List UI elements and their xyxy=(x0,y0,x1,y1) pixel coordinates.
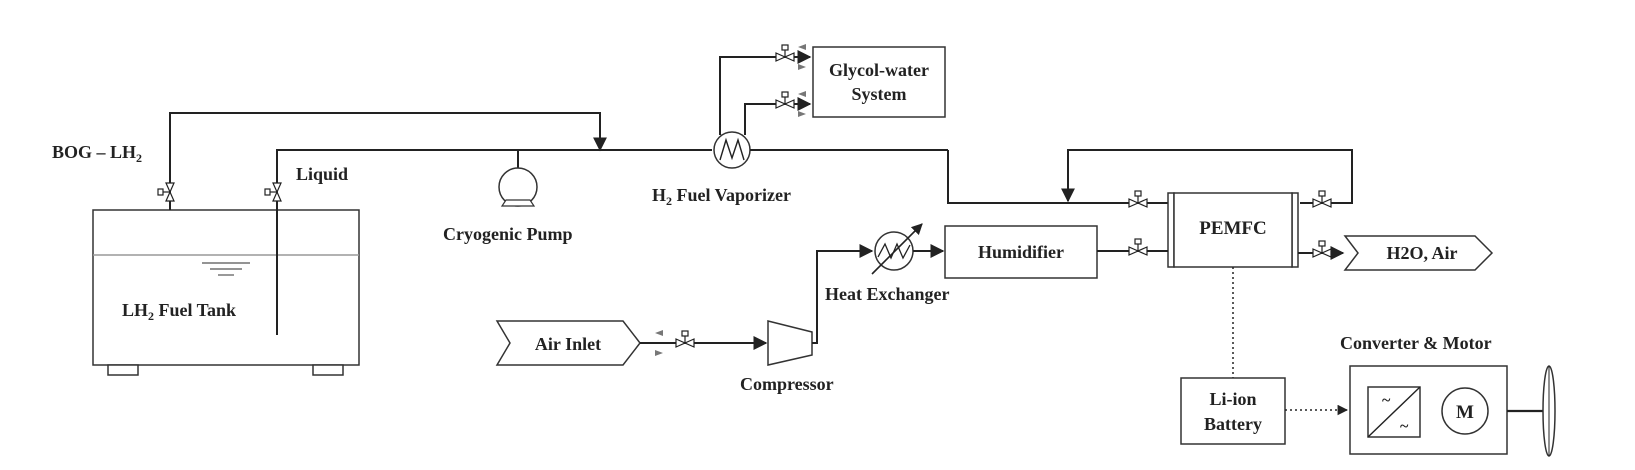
humidifier-label: Humidifier xyxy=(978,242,1064,262)
tank-leg-left xyxy=(107,364,139,376)
air-inlet-label: Air Inlet xyxy=(535,334,601,354)
h2-fuel-vaporizer xyxy=(713,131,948,169)
exhaust-line xyxy=(1298,235,1494,271)
tank-label: LH2 Fuel Tank xyxy=(122,300,236,323)
heat-exchanger xyxy=(871,223,945,275)
humidifier-box xyxy=(944,225,1098,279)
humidifier-to-pemfc-line xyxy=(1097,238,1168,256)
glycol-label-line1: Glycol-water xyxy=(829,60,929,80)
air-inlet xyxy=(495,320,768,366)
motor-label: M xyxy=(1456,402,1474,423)
lh2-fuel-tank xyxy=(92,160,360,376)
converter-motor-label: Converter & Motor xyxy=(1340,333,1492,353)
motor-symbol xyxy=(1441,387,1489,435)
pemfc-stack xyxy=(1167,192,1299,268)
compressor-label: Compressor xyxy=(740,374,834,394)
vaporizer-label: H2 Fuel Vaporizer xyxy=(652,185,791,208)
glycol-water-loop xyxy=(719,44,812,135)
exhaust-label: H2O, Air xyxy=(1387,243,1458,263)
pemfc-label: PEMFC xyxy=(1199,218,1267,239)
liquid-line xyxy=(264,149,712,202)
pump-label: Cryogenic Pump xyxy=(443,224,573,244)
tank-leg-right xyxy=(312,364,344,376)
converter-motor-unit xyxy=(1349,365,1556,457)
inverter-top-glyph: ~ xyxy=(1382,392,1391,409)
bog-line xyxy=(157,112,607,210)
bog-label: BOG – LH2 xyxy=(52,142,142,165)
inverter-bottom-glyph: ~ xyxy=(1400,418,1409,435)
exhaust-outlet-arrow xyxy=(1343,235,1494,271)
battery-label-line1: Li-ion xyxy=(1209,389,1256,409)
liquid-label: Liquid xyxy=(296,164,348,184)
h2-recirculation-loop xyxy=(1061,149,1353,208)
glycol-label-line2: System xyxy=(852,84,907,104)
compressor xyxy=(767,244,874,366)
h2-supply-line xyxy=(947,150,1168,208)
cryogenic-pump xyxy=(498,150,538,207)
battery-box xyxy=(1180,377,1286,445)
battery-label-line2: Battery xyxy=(1204,414,1262,434)
heat-exchanger-label: Heat Exchanger xyxy=(825,284,949,304)
glycol-water-system-box xyxy=(812,46,946,118)
